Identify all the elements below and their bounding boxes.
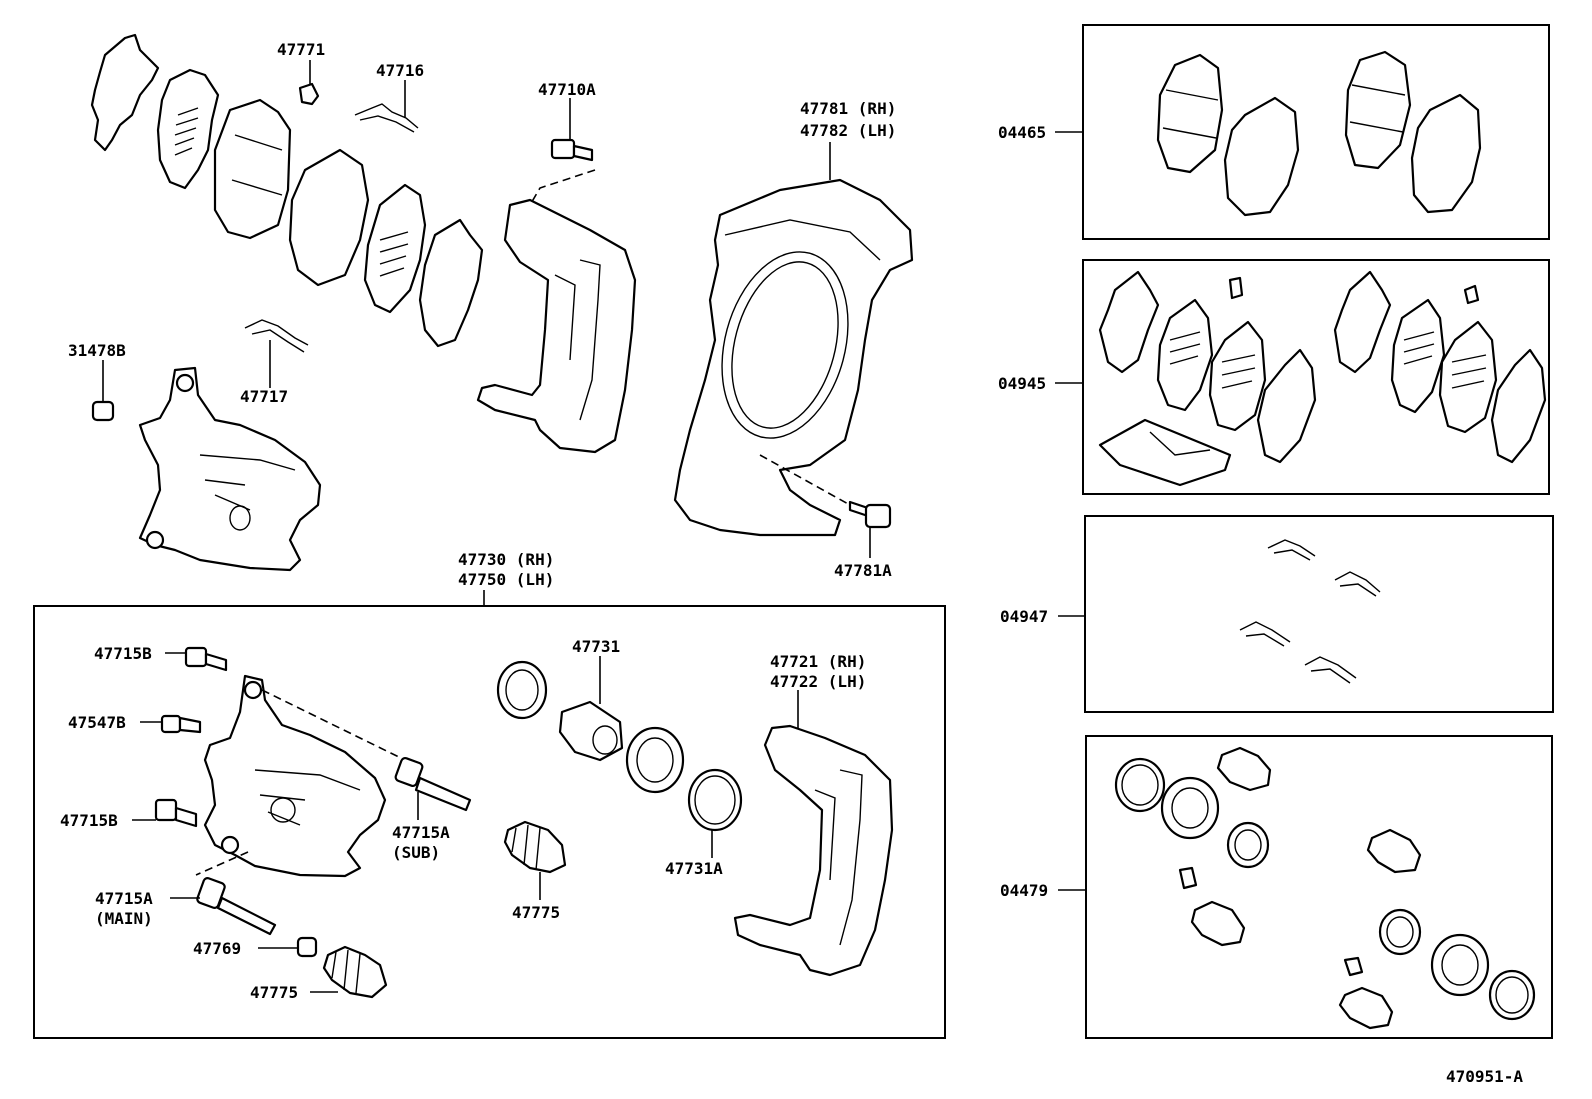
guide-pin-47715a-sub	[394, 756, 472, 820]
brake-pad-outer-left	[213, 98, 292, 240]
anti-squeal-shim-outer-right	[418, 218, 484, 348]
label-47731: 47731	[572, 637, 620, 656]
spring-kit-04947-parts	[1239, 539, 1381, 684]
label-04947: 04947	[1000, 607, 1048, 626]
cylinder-boot-ring	[496, 660, 548, 720]
bushing-47769	[258, 936, 318, 958]
guide-pin-47715a-main	[170, 877, 277, 936]
label-sub: (SUB)	[392, 843, 440, 862]
set-ring-47731a	[687, 768, 743, 858]
label-47716: 47716	[376, 61, 424, 80]
label-47775-mid: 47775	[512, 903, 560, 922]
brake-caliper-top	[138, 366, 322, 572]
kit-box-04479	[1085, 735, 1553, 1039]
caliper-assembly-box	[33, 605, 946, 1039]
label-04945: 04945	[998, 374, 1046, 393]
boot-47775-left	[310, 945, 388, 999]
bleeder-plug-47547b	[140, 714, 202, 734]
anti-rattle-spring-47717	[244, 319, 309, 388]
bleeder-plug-cap-31478b	[91, 360, 115, 422]
anti-squeal-shim-outer-left	[90, 33, 160, 152]
label-47781a: 47781A	[834, 561, 892, 580]
brake-caliper-main	[195, 674, 406, 878]
kit-box-04945	[1082, 259, 1550, 495]
label-47750-lh: 47750 (LH)	[458, 570, 554, 589]
bolt-47710a	[529, 98, 596, 206]
label-main: (MAIN)	[95, 909, 153, 928]
label-47715a-main: 47715A	[95, 889, 153, 908]
boot-47775-mid	[503, 820, 567, 900]
label-47731a: 47731A	[665, 859, 723, 878]
disc-brake-dust-cover	[673, 142, 914, 537]
kit-box-04947	[1084, 515, 1554, 713]
piston-47731	[558, 656, 624, 762]
seal-kit-04479-parts	[1114, 746, 1536, 1030]
label-47547b: 47547B	[68, 713, 126, 732]
label-47782-lh: 47782 (LH)	[800, 121, 896, 140]
label-31478b: 31478B	[68, 341, 126, 360]
bolt-47715b-top	[165, 646, 228, 672]
shim-kit-04945-parts	[1098, 270, 1547, 487]
bolt-47715b-mid	[132, 798, 198, 828]
label-47769: 47769	[193, 939, 241, 958]
label-04465: 04465	[998, 123, 1046, 142]
label-47775-left: 47775	[250, 983, 298, 1002]
label-47781-rh: 47781 (RH)	[800, 99, 896, 118]
label-47771: 47771	[277, 40, 325, 59]
label-47721-rh: 47721 (RH)	[770, 652, 866, 671]
caliper-mounting-bracket-top	[476, 198, 637, 454]
label-47710a: 47710A	[538, 80, 596, 99]
label-04479: 04479	[1000, 881, 1048, 900]
diagram-id: 470951-A	[1446, 1067, 1523, 1086]
piston-seal	[625, 726, 685, 794]
anti-squeal-shim-inner-left	[156, 68, 220, 190]
anti-squeal-shim-inner-right	[363, 183, 427, 314]
label-47715b-mid: 47715B	[60, 811, 118, 830]
pad-kit-04465-pads	[1156, 50, 1482, 217]
label-47715b-top: 47715B	[94, 644, 152, 663]
bolt-47781a	[759, 454, 892, 558]
caliper-support-47721-47722	[733, 690, 894, 977]
label-47715a-sub: 47715A	[392, 823, 450, 842]
anti-rattle-spring-47716	[354, 80, 419, 133]
label-47730-rh: 47730 (RH)	[458, 550, 554, 569]
pad-wear-indicator-47771	[298, 60, 320, 106]
brake-pad-inner-left	[288, 148, 370, 287]
label-47722-lh: 47722 (LH)	[770, 672, 866, 691]
label-47717: 47717	[240, 387, 288, 406]
